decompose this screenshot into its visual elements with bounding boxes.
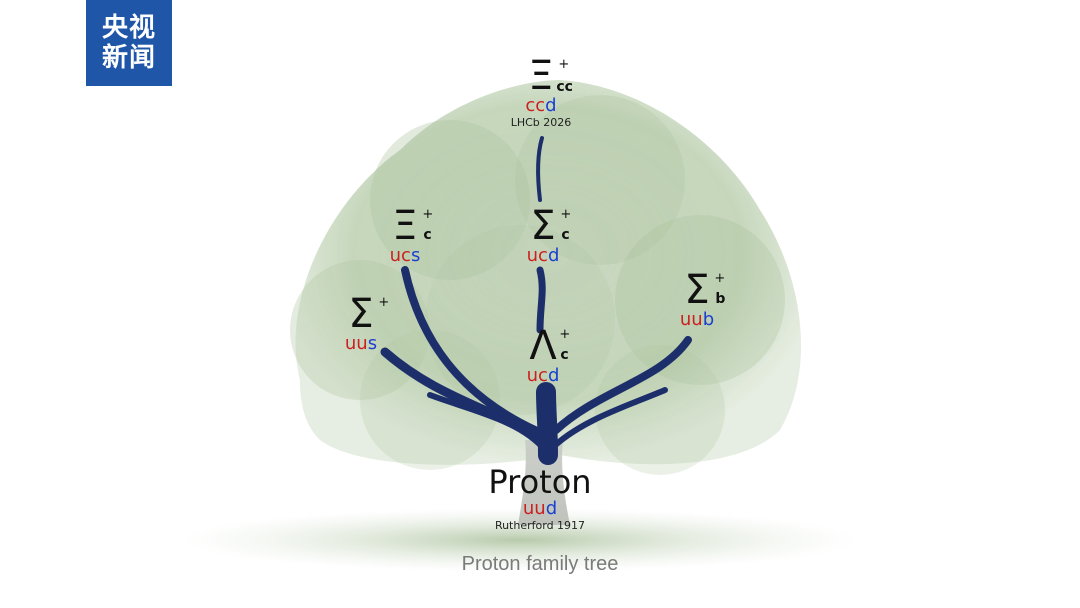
- particle-lambda-c: Λ + c ucd: [518, 323, 571, 386]
- figure-caption: Proton family tree: [461, 553, 619, 575]
- branch-sigma-b: [552, 336, 692, 434]
- proton-note: Rutherford 1917: [494, 519, 586, 532]
- sigma-b-quarks-blue: b: [702, 309, 715, 330]
- sigma-c-charge: +: [560, 207, 572, 222]
- xi-cc-quarks-blue: d: [545, 95, 557, 116]
- sigma-b-glyph: Σ: [684, 267, 710, 313]
- xi-c-quarks: ucs: [380, 246, 430, 266]
- xi-c-subscript: c: [423, 227, 432, 243]
- xi-c-symbol: Ξ + c: [392, 203, 433, 249]
- branch-sigma-c: [536, 266, 546, 334]
- lambda-c-charge: +: [559, 327, 571, 342]
- lambda-c-subscript: c: [560, 347, 569, 363]
- sigma-c-symbol: Σ + c: [530, 203, 571, 249]
- lambda-c-quarks-red: uc: [526, 365, 548, 386]
- particle-sigma: Σ + uus: [336, 291, 389, 354]
- branch-xi-c: [401, 266, 539, 434]
- xi-c-quarks-blue: s: [410, 245, 421, 266]
- particle-xi-c: Ξ + c ucs: [380, 203, 434, 266]
- sigma-b-subscript: b: [715, 291, 726, 307]
- sigma-b-quarks: uub: [672, 310, 722, 330]
- lambda-c-symbol: Λ + c: [529, 323, 570, 369]
- logo-line-1: 央视: [101, 13, 156, 43]
- sigma-symbol: Σ +: [348, 291, 389, 337]
- particle-proton: Proton uud Rutherford 1917: [470, 465, 610, 532]
- particle-sigma-b: Σ + b uub: [672, 267, 726, 330]
- tree-canopy: [290, 80, 802, 475]
- sigma-quarks-red: uu: [344, 333, 368, 354]
- proton-quarks: uud: [470, 499, 610, 519]
- sigma-c-quarks-red: uc: [526, 245, 548, 266]
- logo-line-2: 新闻: [101, 43, 156, 73]
- sigma-quarks-blue: s: [367, 333, 378, 354]
- proton-name: Proton: [488, 463, 592, 501]
- branch-trunk: [536, 382, 558, 465]
- lambda-c-quarks-blue: d: [547, 365, 560, 386]
- particle-sigma-c: Σ + c ucd: [518, 203, 572, 266]
- sigma-c-glyph: Σ: [530, 203, 556, 249]
- xi-cc-subscript: cc: [556, 79, 573, 95]
- sigma-b-charge: +: [714, 271, 726, 286]
- sigma-c-subscript: c: [561, 227, 570, 243]
- sigma-quarks: uus: [336, 334, 386, 354]
- sigma-charge: +: [378, 295, 390, 310]
- tree-trunk: [518, 440, 570, 525]
- xi-cc-quarks-red: cc: [525, 95, 546, 116]
- family-branches: [380, 136, 692, 465]
- branch-fan-right: [547, 387, 668, 453]
- lambda-c-quarks: ucd: [518, 366, 568, 386]
- sigma-b-symbol: Σ + b: [684, 267, 725, 313]
- xi-cc-quarks: ccd: [505, 96, 577, 116]
- proton-quarks-red: uu: [522, 498, 546, 519]
- branch-fan-left: [427, 392, 548, 453]
- sigma-glyph: Σ: [348, 291, 374, 337]
- xi-cc-note: LHCb 2026: [510, 116, 572, 129]
- cctv-news-logo: 央视 新闻: [86, 0, 172, 86]
- sigma-c-quarks: ucd: [518, 246, 568, 266]
- xi-cc-symbol: Ξ + cc: [528, 53, 573, 99]
- sigma-b-quarks-red: uu: [679, 309, 703, 330]
- xi-c-glyph: Ξ: [392, 203, 418, 249]
- xi-c-charge: +: [422, 207, 434, 222]
- xi-c-quarks-red: uc: [389, 245, 411, 266]
- xi-cc-glyph: Ξ: [528, 53, 554, 99]
- particle-xi-cc: Ξ + cc ccd LHCb 2026: [505, 56, 577, 129]
- xi-cc-charge: +: [558, 57, 570, 72]
- sigma-c-quarks-blue: d: [547, 245, 560, 266]
- ground-shadow: [180, 508, 860, 572]
- proton-quarks-blue: d: [545, 498, 558, 519]
- branch-xi-cc: [535, 136, 544, 202]
- lambda-c-glyph: Λ: [529, 323, 557, 369]
